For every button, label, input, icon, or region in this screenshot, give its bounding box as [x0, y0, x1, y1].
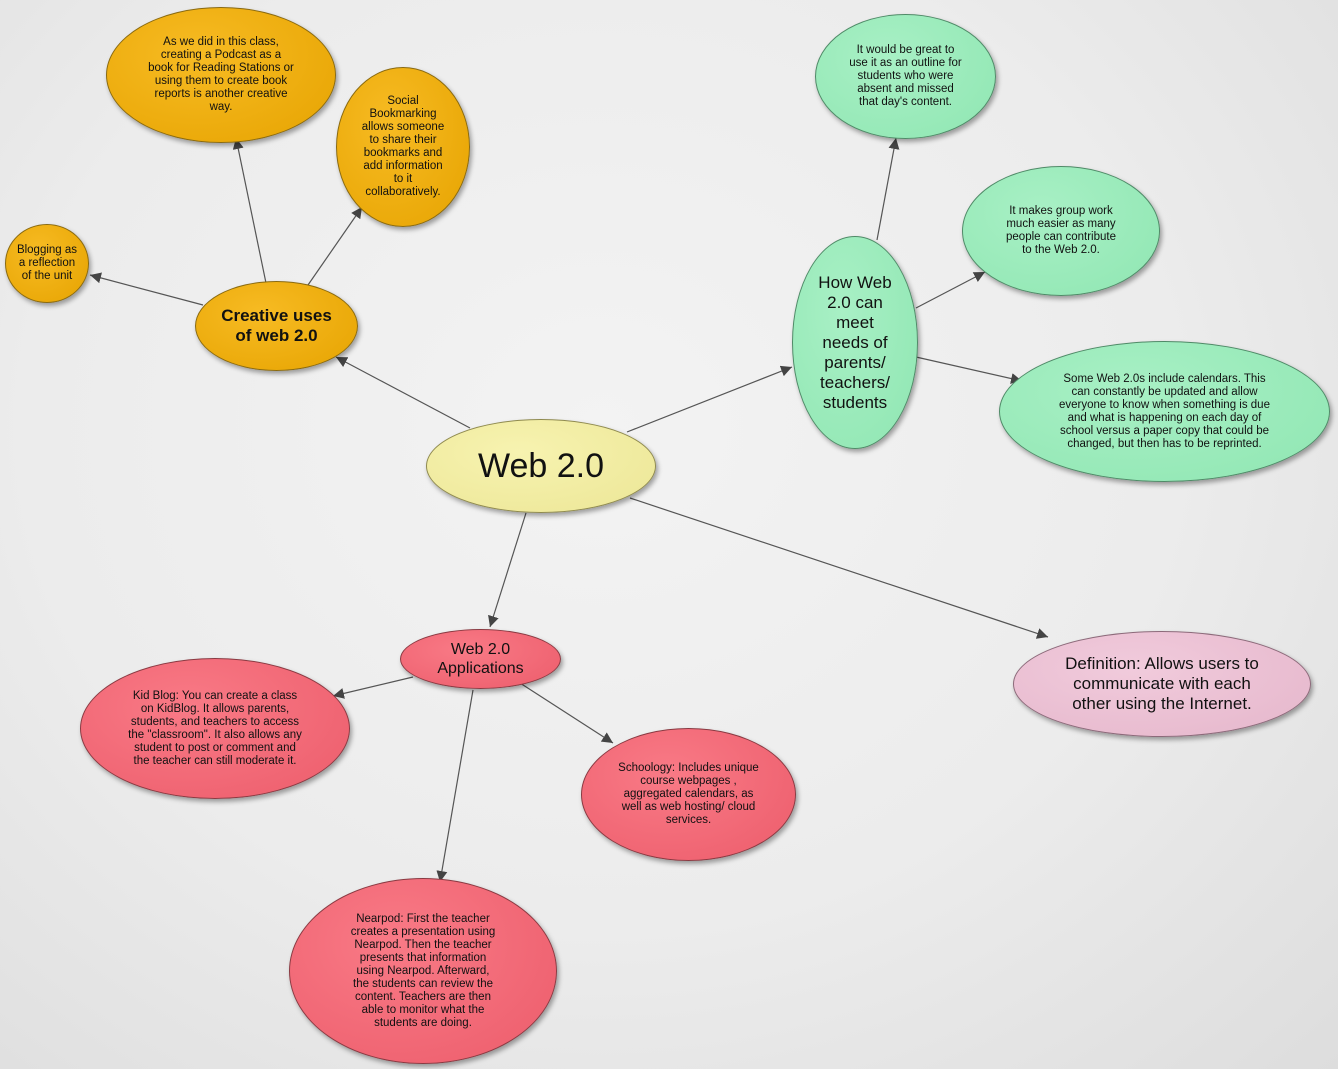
node-social-bookmarking-label: Social Bookmarking allows someone to sha… [361, 95, 445, 198]
node-podcast: As we did in this class, creating a Podc… [106, 7, 336, 143]
node-group-work-label: It makes group work much easier as many … [1006, 205, 1116, 256]
arrow-needs-to-calendars [915, 356, 1023, 384]
node-podcast-label: As we did in this class, creating a Podc… [148, 36, 294, 113]
node-group-work: It makes group work much easier as many … [962, 166, 1160, 296]
node-nearpod-label: Nearpod: First the teacher creates a pre… [350, 912, 496, 1029]
arrow-center-to-definition [629, 497, 1049, 639]
arrow-creative-to-podcast [232, 137, 267, 284]
arrow-creative-to-blogging [89, 272, 204, 306]
node-applications: Web 2.0 Applications [400, 629, 561, 689]
node-definition-label: Definition: Allows users to communicate … [1065, 654, 1259, 713]
node-center: Web 2.0 [426, 419, 656, 513]
node-blogging-label: Blogging as a reflection of the unit [16, 244, 78, 282]
node-meet-needs: How Web 2.0 can meet needs of parents/ t… [792, 236, 918, 449]
arrow-applications-to-schoology [519, 682, 614, 744]
node-nearpod: Nearpod: First the teacher creates a pre… [289, 878, 557, 1064]
node-meet-needs-label: How Web 2.0 can meet needs of parents/ t… [818, 272, 892, 412]
node-kidblog: Kid Blog: You can create a class on KidB… [80, 658, 350, 799]
node-applications-label: Web 2.0 Applications [437, 641, 524, 677]
node-calendars-label: Some Web 2.0s include calendars. This ca… [1059, 372, 1270, 450]
node-calendars: Some Web 2.0s include calendars. This ca… [999, 341, 1330, 482]
arrow-needs-to-group [915, 271, 986, 309]
arrow-applications-to-kidblog [332, 676, 414, 699]
arrow-applications-to-nearpod [436, 689, 474, 883]
arrow-needs-to-outline [876, 137, 900, 241]
node-blogging: Blogging as a reflection of the unit [5, 224, 89, 303]
node-outline-label: It would be great to use it as an outlin… [849, 44, 962, 108]
node-center-label: Web 2.0 [477, 446, 604, 485]
node-kidblog-label: Kid Blog: You can create a class on KidB… [128, 689, 302, 767]
node-definition: Definition: Allows users to communicate … [1013, 631, 1311, 737]
node-social-bookmarking: Social Bookmarking allows someone to sha… [336, 67, 470, 227]
node-outline: It would be great to use it as an outlin… [815, 14, 996, 139]
node-creative-uses: Creative uses of web 2.0 [195, 281, 358, 371]
arrow-center-to-creative [335, 356, 471, 429]
node-creative-uses-label: Creative uses of web 2.0 [221, 306, 332, 345]
node-schoology: Schoology: Includes unique course webpag… [581, 728, 796, 861]
node-schoology-label: Schoology: Includes unique course webpag… [618, 762, 759, 826]
arrow-creative-to-social [307, 206, 363, 286]
arrow-center-to-applications [488, 512, 527, 628]
arrow-center-to-needs [626, 365, 793, 433]
